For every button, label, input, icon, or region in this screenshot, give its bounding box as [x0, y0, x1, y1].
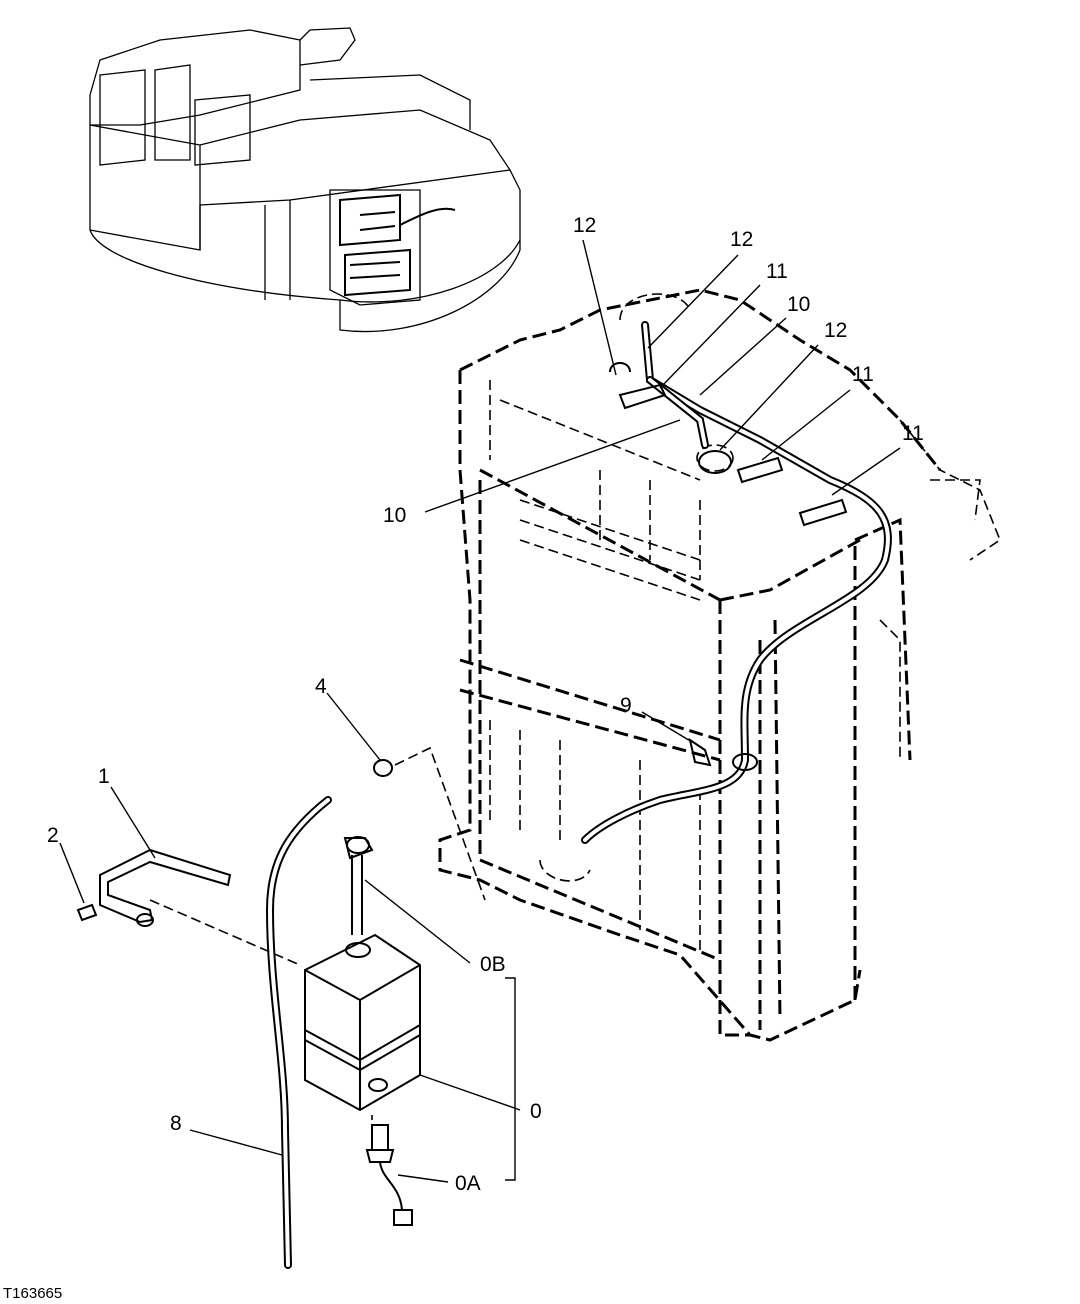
- callout-12: 12: [730, 228, 753, 251]
- radiator-assembly-outline: [438, 288, 1001, 1042]
- callout-labels: 12 12 11 10 12 11 11 10 9 4 1 2 8 0B 0 0…: [47, 214, 924, 1195]
- excavator-overview-inset: [89, 27, 521, 333]
- nut: [373, 759, 393, 777]
- callout-0: 0: [530, 1100, 542, 1123]
- callout-1: 1: [98, 765, 110, 788]
- callout-8: 8: [170, 1112, 182, 1135]
- callout-11: 11: [766, 260, 788, 283]
- callout-10: 10: [383, 504, 406, 527]
- callout-11: 11: [902, 422, 924, 445]
- mounting-bracket: [99, 848, 232, 927]
- callout-10: 10: [787, 293, 810, 316]
- callout-0B: 0B: [480, 953, 506, 976]
- level-sensor: [365, 1124, 413, 1226]
- leader-lines: [59, 239, 901, 1183]
- filler-tube: [343, 836, 374, 935]
- callout-11: 11: [852, 363, 874, 386]
- callout-12: 12: [824, 319, 847, 342]
- reservoir-tank: [304, 933, 421, 1112]
- vent-hose: [581, 321, 892, 844]
- callout-9: 9: [620, 694, 632, 717]
- callout-2: 2: [47, 824, 59, 847]
- figure-code: T163665: [3, 1285, 62, 1302]
- overflow-hose: [265, 796, 332, 1269]
- bolt: [76, 903, 98, 922]
- callout-12: 12: [573, 214, 596, 237]
- callout-0A: 0A: [455, 1172, 481, 1195]
- alignment-lines: [149, 746, 486, 1120]
- callout-4: 4: [315, 675, 327, 698]
